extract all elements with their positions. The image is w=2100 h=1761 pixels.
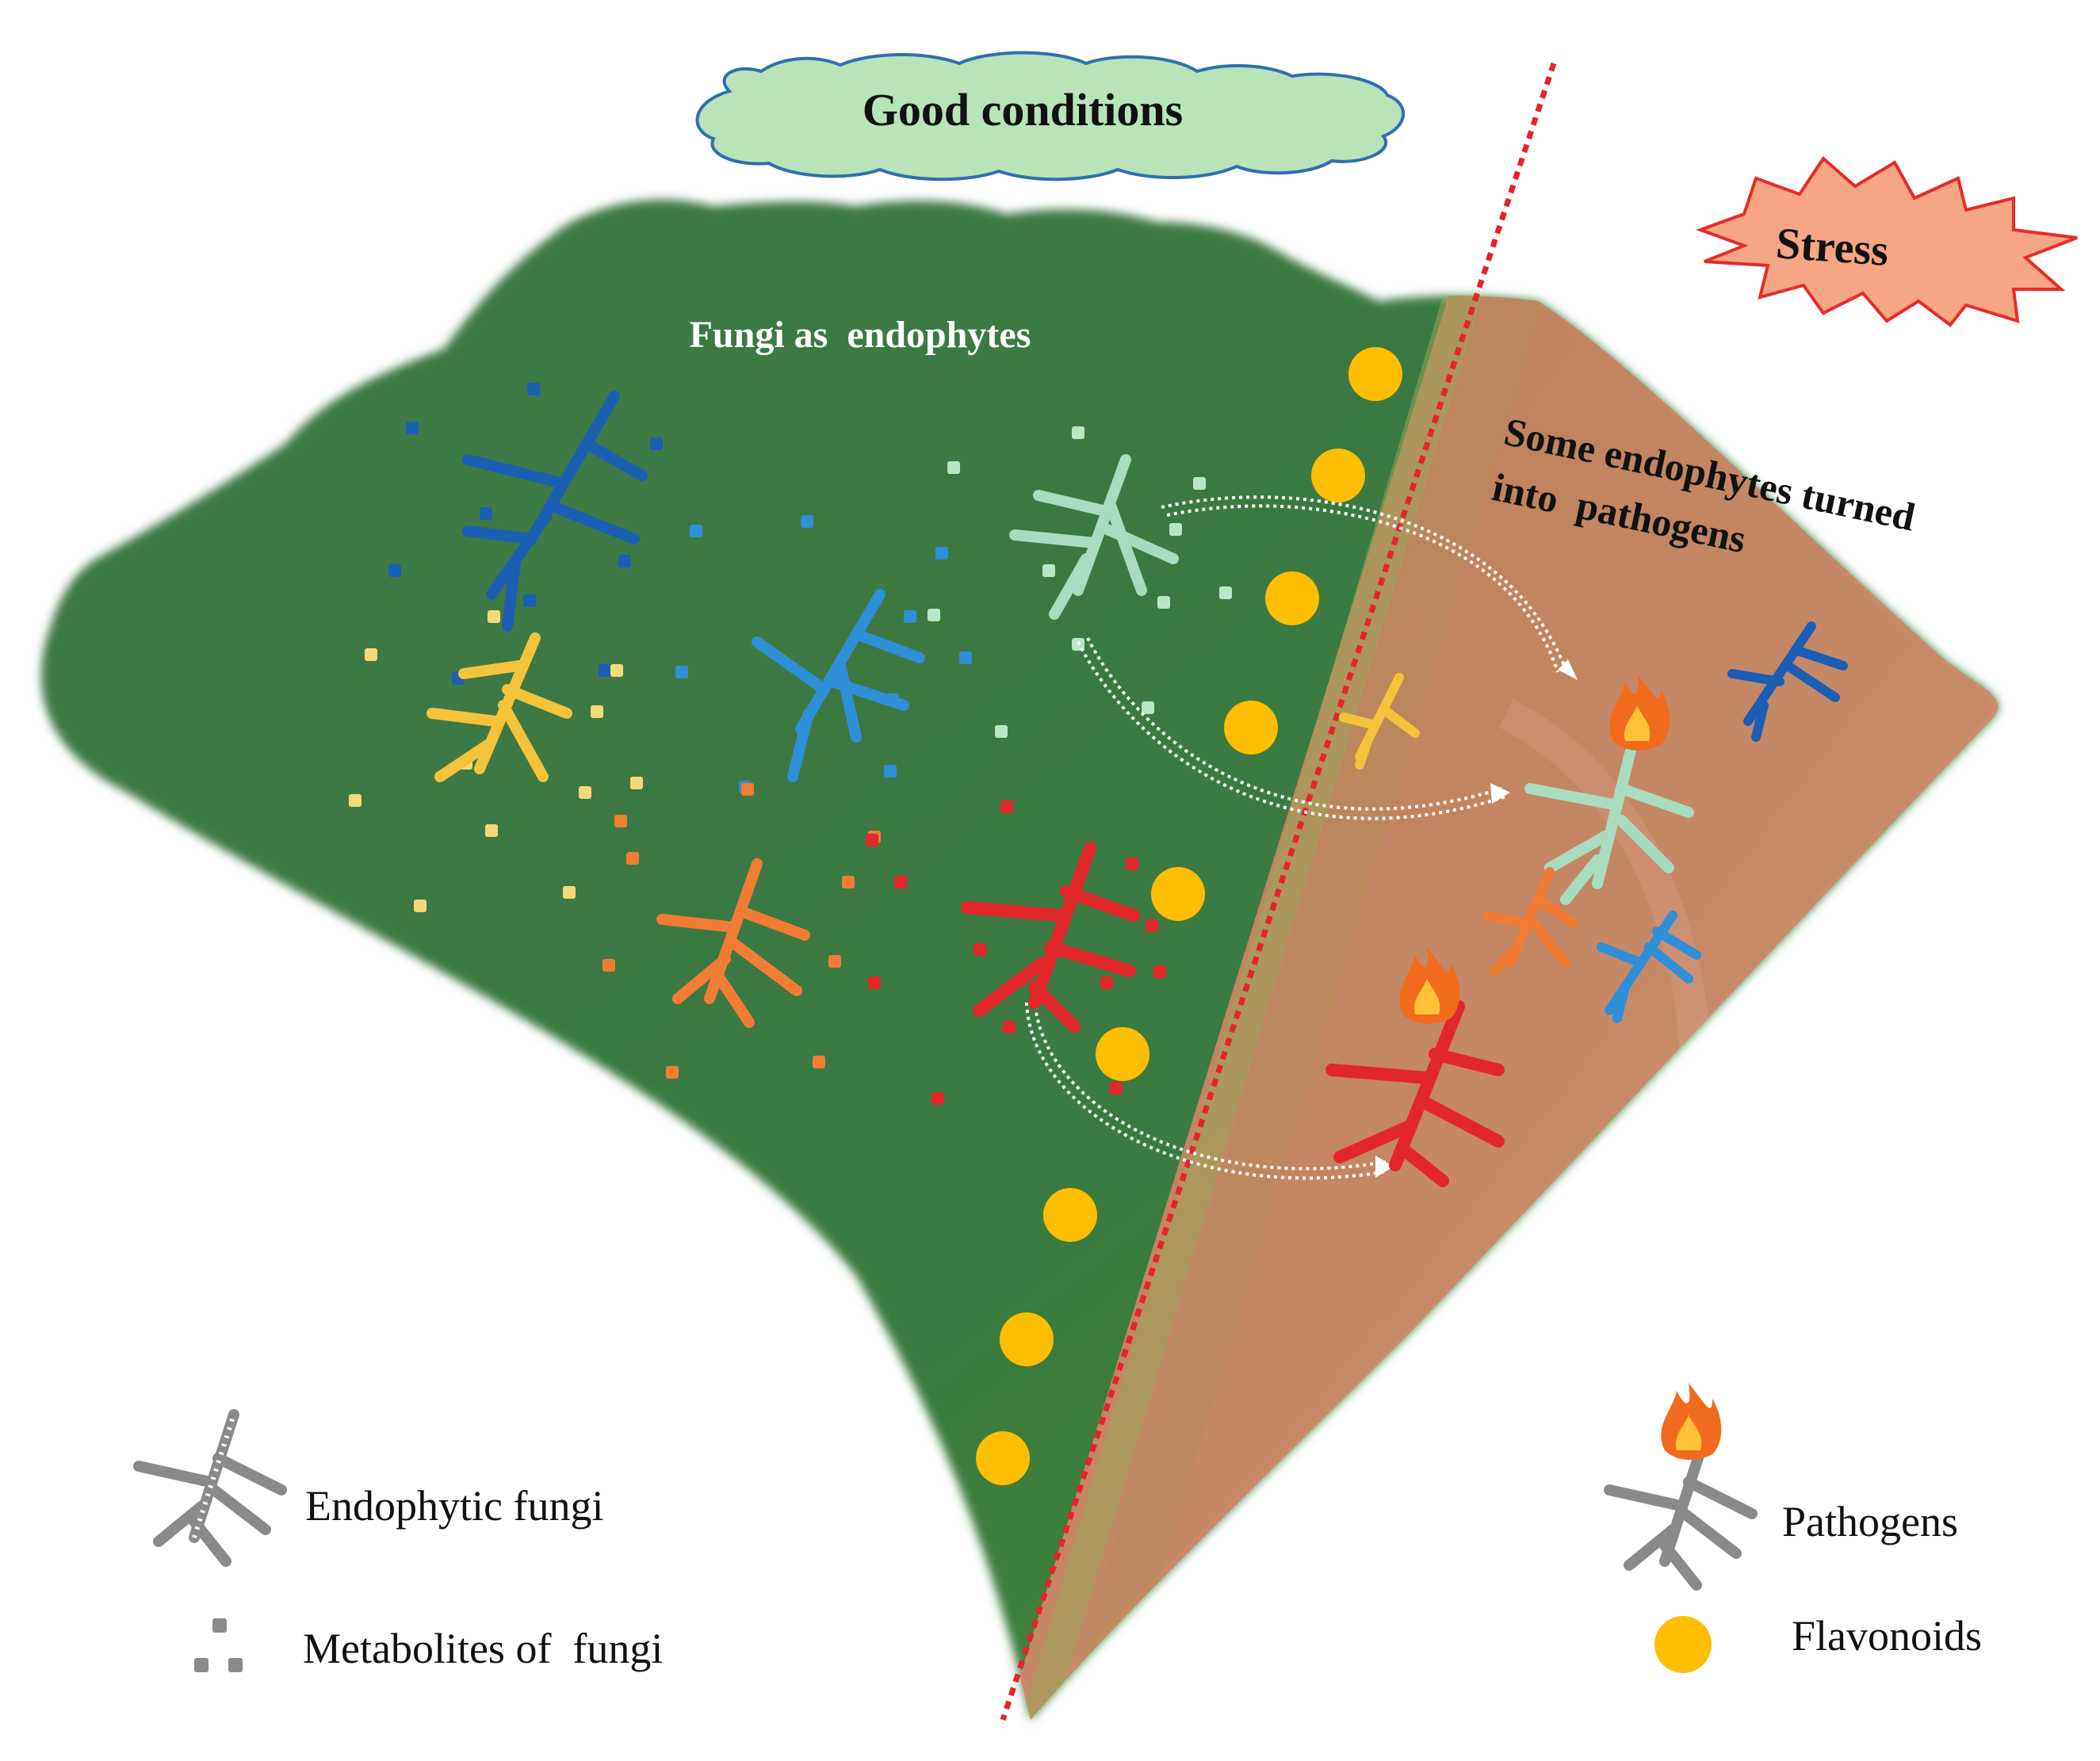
legend: Endophytic fungi Metabolites of fungi Pa…: [133, 1383, 1982, 1673]
fungus-icon: [1482, 867, 1578, 976]
cloud-icon: [695, 51, 1405, 181]
fungus-dark-blue-right: [1727, 621, 1848, 742]
legend-pathogens: [1604, 1433, 1758, 1591]
flavonoid-dot-icon: [1151, 867, 1205, 921]
fungus-icon: [1604, 1433, 1758, 1591]
fungus-icon: [1524, 720, 1694, 905]
arrow-heads: [1375, 659, 1578, 1178]
stress-label: Stress: [1774, 219, 1890, 276]
legend-metabolites-label: Metabolites of fungi: [303, 1625, 663, 1672]
legend-flavonoids-label: Flavonoids: [1792, 1612, 1982, 1660]
fungus-icon: [1325, 1000, 1505, 1187]
pathogen-blue: [1597, 911, 1701, 1023]
metabolite-dots-icon: [194, 1618, 243, 1672]
flame-icon: [1609, 674, 1670, 751]
starburst-icon: [1696, 155, 2078, 327]
flame-icon: [1399, 947, 1460, 1024]
fungus-orange: [656, 858, 810, 1028]
fungus-icon: [961, 842, 1140, 1033]
flavonoid-dot-icon: [1224, 701, 1278, 754]
flavonoid-dot-icon: [1265, 571, 1319, 625]
flavonoid-dot-icon: [1654, 1616, 1712, 1673]
flavonoid-dots: [976, 347, 1402, 1485]
pathogen-orange: [1482, 867, 1578, 976]
fungus-icon: [1339, 673, 1420, 770]
legend-endophytic-fungi: [133, 1409, 287, 1567]
pathogen-yellow-small: [1339, 673, 1420, 770]
flavonoid-dot-icon: [1348, 347, 1402, 401]
good-conditions-label: Good conditions: [863, 84, 1184, 136]
fungus-blue: [752, 589, 925, 782]
pathogen-red: [1325, 1000, 1505, 1187]
fungus-dark-blue: [462, 391, 648, 632]
flavonoid-dot-icon: [1096, 1027, 1149, 1081]
fungus-mint: [1009, 454, 1179, 620]
flavonoid-dot-icon: [1000, 1312, 1054, 1366]
fungus-icon: [752, 589, 925, 782]
flavonoid-dot-icon: [1043, 1188, 1097, 1242]
fungus-icon: [1727, 621, 1848, 742]
stress-divider-line: [1000, 62, 1557, 1721]
fungus-red: [961, 842, 1140, 1033]
fungi-as-endophytes-label: Fungi as endophytes: [690, 314, 1031, 356]
flavonoid-dot-icon: [976, 1431, 1030, 1485]
metabolite-dots: [349, 383, 1232, 1105]
flavonoid-dot-icon: [1311, 449, 1365, 502]
flame-icon: [1661, 1383, 1722, 1460]
legend-pathogens-label: Pathogens: [1782, 1498, 1958, 1545]
fungus-icon: [133, 1409, 287, 1567]
pathogen-mint: [1524, 720, 1694, 905]
fungus-icon: [1597, 911, 1701, 1023]
fungus-icon: [1009, 454, 1179, 620]
fungus-icon: [656, 858, 810, 1028]
legend-endophytic-fungi-label: Endophytic fungi: [305, 1482, 603, 1530]
transition-arrows: [1025, 495, 1567, 1180]
fungus-yellow: [427, 632, 572, 782]
fungus-icon: [427, 632, 572, 782]
